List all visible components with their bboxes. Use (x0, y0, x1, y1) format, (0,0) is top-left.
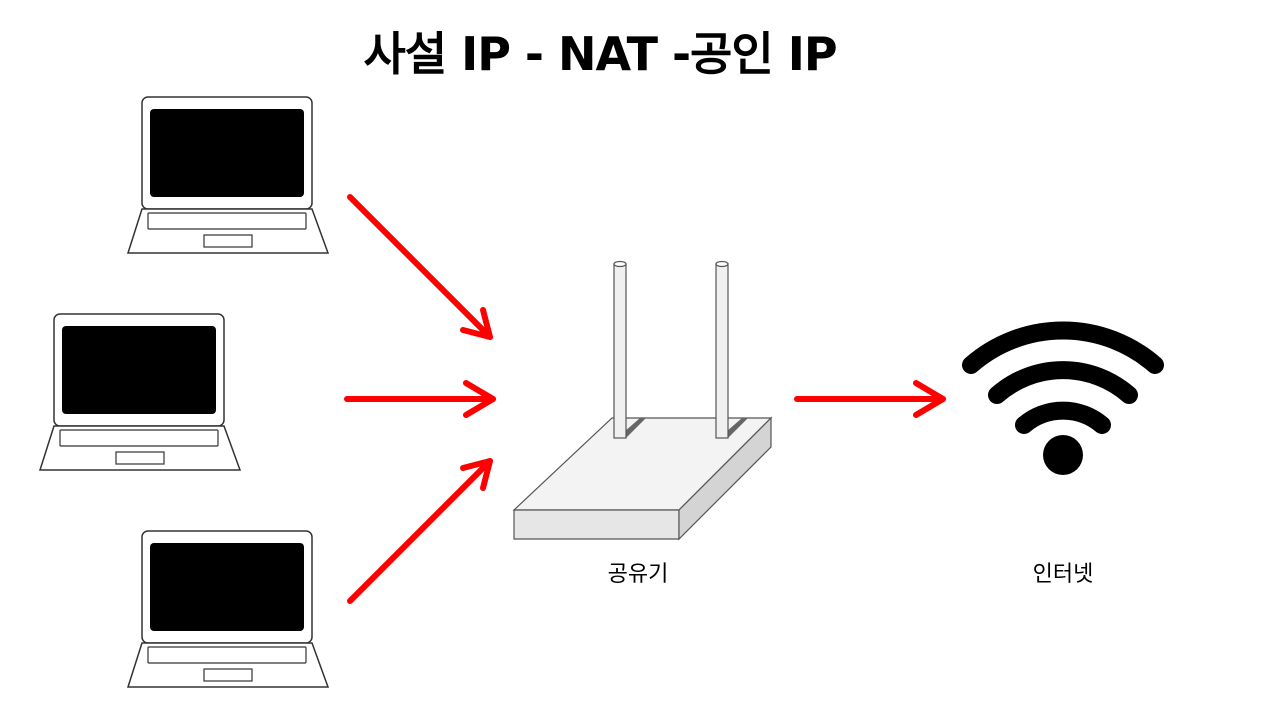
internet-label: 인터넷 (1032, 562, 1094, 587)
laptop-icon (39, 313, 241, 471)
arrow-client1-to-router (347, 194, 493, 340)
page-title: 사설 IP - NAT -공인 IP (363, 27, 837, 81)
router-icon (512, 260, 773, 541)
wifi-dot (1043, 435, 1083, 475)
arrow-client3-to-router (347, 458, 493, 604)
wifi-icon (962, 321, 1164, 434)
arrow-client2-to-router (344, 380, 496, 418)
router-label: 공유기 (607, 562, 669, 587)
laptop-icon (127, 530, 329, 688)
arrow-router-to-internet (794, 380, 946, 418)
laptop-icon (127, 96, 329, 254)
